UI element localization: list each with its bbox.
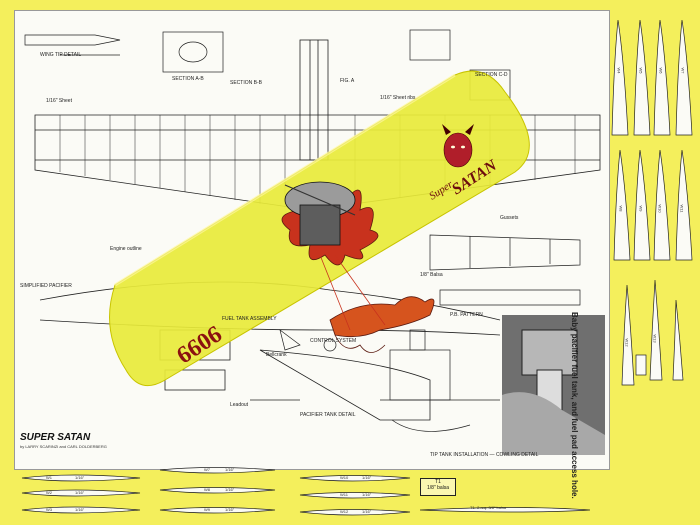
rib-label-w6: W6 <box>658 67 664 74</box>
label-section-cd: SECTION C-D <box>475 72 508 78</box>
rib-thickness-6: 1/16" <box>225 507 235 512</box>
rib-label-w12: W12 <box>624 338 630 347</box>
rib-thickness-9: 1/16" <box>362 509 372 514</box>
rib-templates-right <box>611 19 693 386</box>
rib-thickness-5: 1/16" <box>225 487 235 492</box>
label-fuel-tank-assembly: FUEL TANK ASSEMBLY <box>222 316 277 322</box>
rib-label-w5: W5 <box>638 67 644 74</box>
photo-caption: Baby pacifier fuel tank, and fuel pad ac… <box>570 312 579 499</box>
rib-label-bottom-w9: W9 <box>204 507 210 512</box>
devil-logo-icon <box>442 124 474 168</box>
rib-label-bottom-w12: W12 <box>340 509 349 514</box>
label-gusset-note: Gussets <box>500 215 519 221</box>
rib-thickness-7: 1/16" <box>362 475 372 480</box>
label-control-system: CONTROL SYSTEM <box>310 338 357 344</box>
balsa-note-2: T1- 2 req. 3/8" balsa <box>470 505 507 510</box>
label-bellcrank: Bellcrank <box>266 352 287 358</box>
label-leadout: Leadout <box>230 402 249 408</box>
rib-thickness-4: 1/16" <box>225 467 235 472</box>
label-pb-pattern: P.B. PATTERN <box>450 312 483 318</box>
rib-label-w7: W7 <box>680 67 686 74</box>
label-simplified-pacifier: SIMPLIFIED PACIFIER <box>20 283 72 289</box>
rib-label-w4: W4 <box>616 67 622 74</box>
engine-pod <box>284 181 356 246</box>
rib-label-w13: W13 <box>652 334 658 343</box>
label-sheet: 1/16" Sheet <box>46 98 72 104</box>
rib-label-w11: W11 <box>679 204 685 213</box>
label-engine-outline: Engine outline <box>110 246 142 252</box>
stabilizer-outline <box>429 234 581 306</box>
rib-label-w10: W10 <box>657 204 663 213</box>
label-rib-note: 1/16" Sheet ribs <box>380 95 416 101</box>
label-section-ab: SECTION A-B <box>172 76 204 82</box>
rib-thickness-3: 1/16" <box>75 507 85 512</box>
flame-decal-right <box>329 296 435 353</box>
control-lines <box>319 254 386 331</box>
rib-templates-bottom <box>21 467 591 516</box>
rib-label-bottom-w8: W8 <box>204 487 210 492</box>
label-fig-a: FIG. A <box>340 78 355 84</box>
rib-label-bottom-w1: W1 <box>46 475 52 480</box>
bellcrank-detail <box>250 329 337 401</box>
section-details-top <box>24 29 511 101</box>
rib-label-bottom-w11: W11 <box>340 492 348 497</box>
engine-photo <box>502 315 605 455</box>
rib-label-bottom-w10: W10 <box>340 475 349 480</box>
label-section-bb: SECTION B-B <box>230 80 262 86</box>
label-tip-tank-installation: TIP TANK INSTALLATION — COWLING DETAIL <box>430 452 539 458</box>
rib-label-bottom-w2: W2 <box>46 490 52 495</box>
plan-byline: by LARRY SCARINZI and CARL DOLDERBERG <box>20 444 107 449</box>
label-balsa: 1/8" Balsa <box>420 272 443 278</box>
label-pacifier-tank-detail: PACIFIER TANK DETAIL <box>300 412 356 418</box>
rib-label-bottom-w3: W3 <box>46 507 52 512</box>
balsa-thickness: 1/8" balsa <box>426 485 450 491</box>
rib-thickness-8: 1/16" <box>362 492 372 497</box>
rib-label-w8: W8 <box>618 205 624 212</box>
rib-thickness-1: 1/16" <box>75 475 85 480</box>
rib-thickness-2: 1/16" <box>75 490 85 495</box>
plan-title: SUPER SATAN <box>20 432 91 443</box>
balsa-part-id: T1 <box>435 479 441 485</box>
label-wing-tip-detail: WING TIP DETAIL <box>40 52 82 58</box>
balsa-note-box: T1 1/8" balsa <box>420 478 456 496</box>
rib-label-bottom-w7: W7 <box>204 467 210 472</box>
cowling-detail <box>380 329 500 432</box>
rib-label-w9: W9 <box>638 205 644 212</box>
